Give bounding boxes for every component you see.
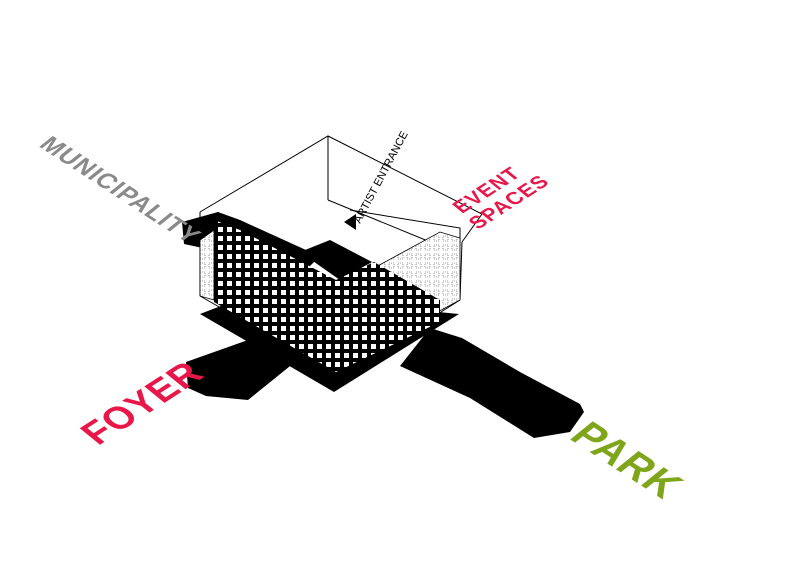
municipality-label: MUNICIPALITY (33, 132, 206, 248)
foyer-label: FOYER (72, 354, 213, 451)
artist-entrance-label: ARTIST ENTRANCE (352, 129, 411, 225)
central-roof (300, 240, 372, 280)
light-grid-facade-left (199, 229, 215, 301)
artist-entrance-arrow (344, 214, 356, 230)
park-arm (400, 328, 584, 438)
dark-grid-facade-right (336, 262, 440, 372)
foyer-arm (186, 340, 300, 400)
park-label: PARK (561, 414, 694, 506)
dark-grid-facade-left (214, 220, 336, 372)
